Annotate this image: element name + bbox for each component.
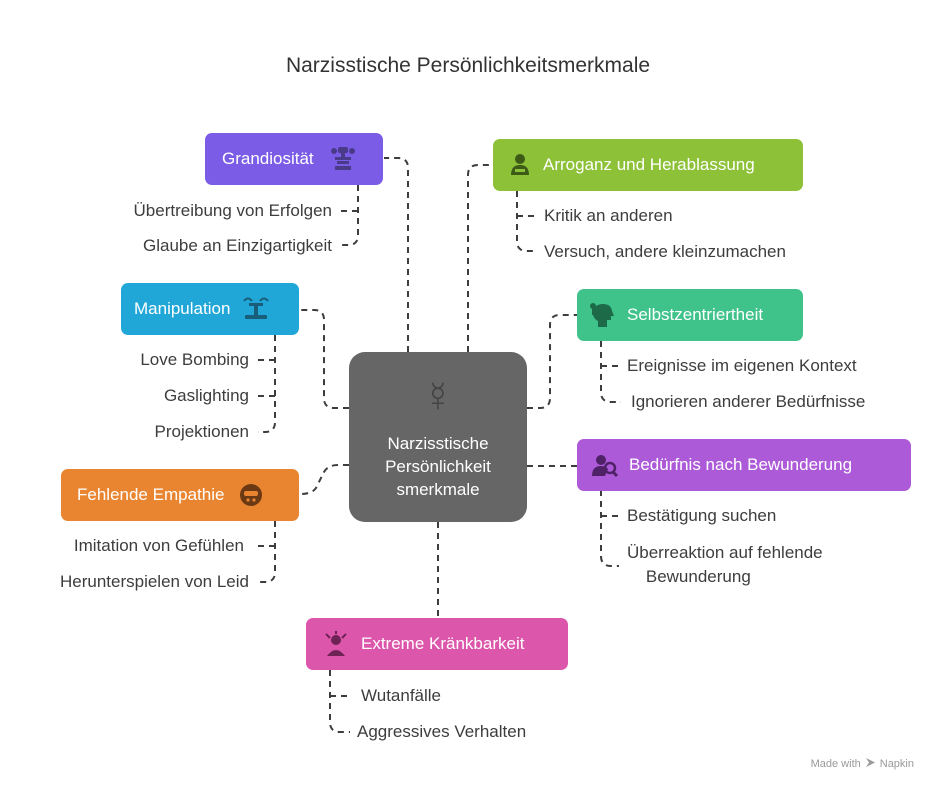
list-item: Übertreibung von Erfolgen xyxy=(133,201,332,220)
center-label-line-2: Persönlichkeit xyxy=(385,457,491,476)
list-item: Ignorieren anderer Bedürfnisse xyxy=(631,392,866,411)
puppet-control-icon xyxy=(239,292,273,326)
list-item: Gaslighting xyxy=(163,386,249,405)
list-item: Bestätigung suchen xyxy=(627,506,777,525)
masked-face-icon xyxy=(234,478,268,512)
center-label-line-1: Narzisstische xyxy=(387,434,489,453)
person-desk-icon xyxy=(503,148,537,182)
branch-empathie-label: Fehlende Empathie xyxy=(77,485,225,504)
branch-kraenkbarkeit-label: Extreme Kränkbarkeit xyxy=(361,634,525,653)
center-label-line-3: smerkmale xyxy=(396,480,480,499)
list-item: Wutanfälle xyxy=(361,686,442,705)
list-item-line-2: Bewunderung xyxy=(645,567,751,586)
list-item: Love Bombing xyxy=(140,350,249,369)
list-item: Versuch, andere kleinzumachen xyxy=(544,242,786,261)
list-item: Aggressives Verhalten xyxy=(357,722,527,741)
footer-brand: Napkin xyxy=(879,758,914,770)
branch-arroganz: Arroganz und Herablassung xyxy=(493,139,803,191)
list-item: Überreaktion auf fehlende Bewunderung xyxy=(627,541,823,589)
list-item: Herunterspielen von Leid xyxy=(59,572,249,591)
page-title: Narzisstische Persönlichkeitsmerkmale xyxy=(285,54,651,77)
user-search-icon xyxy=(587,448,621,482)
head-mind-icon xyxy=(585,298,619,332)
branch-arroganz-label: Arroganz und Herablassung xyxy=(543,155,755,174)
branch-manipulation: Manipulation xyxy=(121,283,299,335)
center-node: ☿ Narzisstische Persönlichkeit smerkmale xyxy=(349,352,527,522)
angry-person-icon xyxy=(319,627,353,661)
branch-selbst-label: Selbstzentriertheit xyxy=(627,305,764,324)
branch-selbst: Selbstzentriertheit xyxy=(577,289,803,341)
branch-grandiositaet: Grandiosität xyxy=(205,133,383,185)
list-item: Kritik an anderen xyxy=(544,206,673,225)
branch-bewunderung: Bedürfnis nach Bewunderung xyxy=(577,439,911,491)
connector-manipulation xyxy=(298,309,349,409)
connector-empathie xyxy=(299,464,349,495)
connector-arroganz xyxy=(467,164,494,352)
list-item: Glaube an Einzigartigkeit xyxy=(142,236,332,255)
list-item: Projektionen xyxy=(154,422,249,441)
center-label: Narzisstische Persönlichkeit smerkmale xyxy=(349,432,527,501)
branch-kraenkbarkeit: Extreme Kränkbarkeit xyxy=(306,618,568,670)
footer-made-with: Made with xyxy=(810,758,861,770)
napkin-logo-icon xyxy=(865,757,876,771)
connector-grandiositaet xyxy=(384,157,409,352)
list-item-line-1: Überreaktion auf fehlende xyxy=(627,543,823,562)
footer-attribution: Made with Napkin xyxy=(811,757,914,771)
branch-bewunderung-label: Bedürfnis nach Bewunderung xyxy=(629,455,853,474)
connector-selbst xyxy=(527,314,578,409)
trophy-stack-icon xyxy=(326,142,360,176)
list-item: Imitation von Gefühlen xyxy=(73,536,244,555)
branch-manipulation-label: Manipulation xyxy=(134,299,231,318)
mercury-symbol-icon: ☿ xyxy=(422,373,454,420)
branch-grandiositaet-label: Grandiosität xyxy=(222,149,314,168)
list-item: Ereignisse im eigenen Kontext xyxy=(627,356,857,375)
branch-empathie: Fehlende Empathie xyxy=(61,469,299,521)
